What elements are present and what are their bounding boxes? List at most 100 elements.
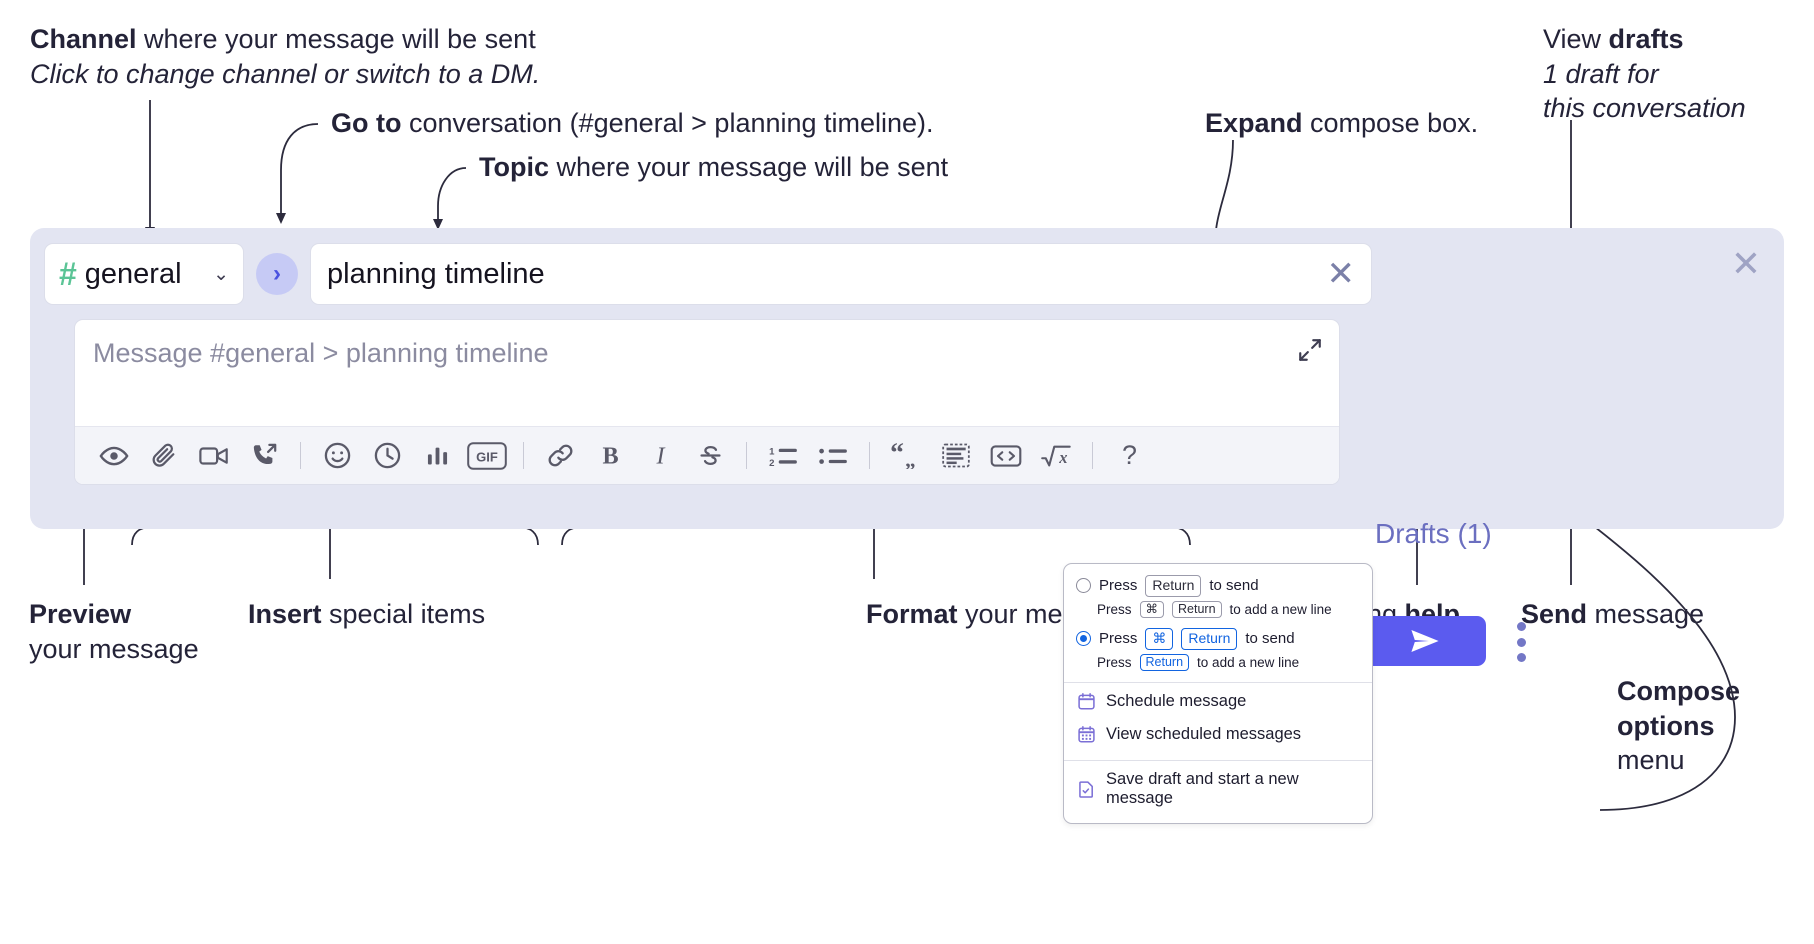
annotation-send-rest: message <box>1587 599 1705 629</box>
latex-icon[interactable]: x <box>1031 434 1081 478</box>
annotation-channel: Channel where your message will be sent … <box>30 22 540 91</box>
svg-text:x: x <box>1058 448 1067 467</box>
compose-options-button[interactable] <box>1512 622 1530 662</box>
annotation-drafts-italic1: 1 draft for <box>1543 58 1659 89</box>
send-button[interactable] <box>1364 616 1486 666</box>
expand-icon[interactable] <box>1297 337 1323 363</box>
gif-icon[interactable]: GIF <box>462 434 512 478</box>
topic-input[interactable]: planning timeline ✕ <box>310 243 1372 305</box>
annotation-compose-bold1: Compose <box>1617 676 1741 706</box>
separator-3 <box>746 442 747 469</box>
menu-item-save-draft[interactable]: Save draft and start a new message <box>1064 761 1372 815</box>
menu-item-schedule-message[interactable]: Schedule message <box>1064 683 1372 718</box>
separator-5 <box>1092 442 1093 469</box>
channel-name: general <box>84 257 182 290</box>
radio-return-to-send[interactable] <box>1076 578 1091 594</box>
chevron-down-icon: ⌄ <box>213 263 229 285</box>
compose-options-menu: Press Return to send Press ⌘ Return to a… <box>1063 563 1373 825</box>
annotation-preview: Preview your message <box>29 597 199 666</box>
calendar-grid-icon <box>1078 726 1095 743</box>
annotation-compose-options: Compose options menu <box>1617 674 1740 778</box>
bulleted-list-icon[interactable] <box>808 434 858 478</box>
italic-icon[interactable]: I <box>635 434 685 478</box>
message-input-box[interactable]: Message #general > planning timeline <box>74 319 1340 485</box>
annotation-expand-bold: Expand <box>1205 108 1303 138</box>
annotation-format-bold: Format <box>866 599 958 629</box>
svg-text:B: B <box>602 442 618 469</box>
option2-press: Press <box>1099 630 1138 648</box>
link-icon[interactable] <box>535 434 585 478</box>
save-draft-icon <box>1079 781 1093 798</box>
svg-text:“: “ <box>890 443 904 467</box>
help-icon[interactable]: ? <box>1104 434 1154 478</box>
option1-press: Press <box>1099 577 1138 595</box>
strikethrough-icon[interactable] <box>685 434 735 478</box>
video-icon[interactable] <box>189 434 239 478</box>
menu-option-cmd-return-to-send[interactable]: Press ⌘ Return to send <box>1064 626 1372 652</box>
menu-option-return-subtext: Press ⌘ Return to add a new line <box>1064 599 1372 621</box>
annotation-send-bold: Send <box>1521 599 1588 629</box>
menu-option-cmd-return-subtext: Press Return to add a new line <box>1064 652 1372 674</box>
annotation-insert-rest: special items <box>321 599 486 629</box>
annotation-topic-bold: Topic <box>479 152 549 182</box>
goto-conversation-button[interactable]: › <box>256 253 298 295</box>
svg-text:2: 2 <box>769 458 774 469</box>
svg-text:I: I <box>655 442 665 469</box>
channel-selector[interactable]: # general ⌄ <box>44 243 244 305</box>
radio-cmd-return-to-send[interactable] <box>1076 631 1091 647</box>
bold-icon[interactable]: B <box>585 434 635 478</box>
compose-header-row: # general ⌄ › planning timeline ✕ <box>44 243 1372 305</box>
clear-topic-icon[interactable]: ✕ <box>1326 255 1356 293</box>
option1-suffix: to send <box>1209 577 1259 595</box>
annotation-topic: Topic where your message will be sent <box>479 150 948 185</box>
option1-sub-key-cmd: ⌘ <box>1139 600 1165 619</box>
poll-icon[interactable] <box>412 434 462 478</box>
menu-item-view-scheduled[interactable]: View scheduled messages <box>1064 718 1372 751</box>
audio-call-icon[interactable] <box>239 434 289 478</box>
menu-item-label: Schedule message <box>1106 692 1247 711</box>
topic-value: planning timeline <box>327 257 545 290</box>
attachment-icon[interactable] <box>139 434 189 478</box>
option2-suffix: to send <box>1245 630 1295 648</box>
drafts-link[interactable]: Drafts (1) <box>1375 518 1492 549</box>
menu-divider-1 <box>1064 682 1372 684</box>
kebab-dot-1 <box>1516 622 1526 631</box>
annotation-expand: Expand compose box. <box>1205 106 1478 141</box>
option2-key-cmd: ⌘ <box>1145 628 1174 650</box>
emoji-icon[interactable] <box>312 434 362 478</box>
code-icon[interactable] <box>981 434 1031 478</box>
annotation-compose-bold2: options <box>1617 710 1715 741</box>
option1-sub-key-return: Return <box>1172 600 1222 619</box>
preview-icon[interactable] <box>89 434 139 478</box>
blockquote-icon[interactable]: “„ <box>881 434 931 478</box>
option1-key-return: Return <box>1145 575 1202 597</box>
annotation-preview-line2: your message <box>29 633 199 664</box>
option2-sub-press: Press <box>1097 654 1132 670</box>
annotation-preview-bold: Preview <box>29 599 132 629</box>
annotation-drafts: View drafts 1 draft for this conversatio… <box>1543 22 1746 126</box>
annotation-drafts-italic2: this conversation <box>1543 93 1746 124</box>
send-icon <box>1411 629 1439 653</box>
annotation-goto-bold: Go to <box>331 108 402 138</box>
option1-sub-suffix: to add a new line <box>1229 601 1332 617</box>
message-placeholder: Message #general > planning timeline <box>93 338 549 368</box>
annotation-insert: Insert special items <box>248 597 485 632</box>
option2-sub-suffix: to add a new line <box>1197 654 1300 670</box>
annotation-topic-rest: where your message will be sent <box>549 152 949 182</box>
menu-option-return-to-send[interactable]: Press Return to send <box>1064 573 1372 599</box>
menu-item-label: Save draft and start a new message <box>1106 770 1299 808</box>
close-icon[interactable]: ✕ <box>1730 243 1761 284</box>
code-block-icon[interactable] <box>931 434 981 478</box>
calendar-icon <box>1078 693 1095 710</box>
clock-icon[interactable] <box>362 434 412 478</box>
menu-divider-2 <box>1064 760 1372 762</box>
annotation-insert-bold: Insert <box>248 599 322 629</box>
option1-sub-press: Press <box>1097 601 1132 617</box>
annotation-channel-bold: Channel <box>30 24 137 54</box>
kebab-dot-2 <box>1516 637 1526 647</box>
chevron-right-icon: › <box>273 260 281 287</box>
option2-key-return: Return <box>1181 628 1238 650</box>
annotation-drafts-bold: drafts <box>1608 24 1684 54</box>
